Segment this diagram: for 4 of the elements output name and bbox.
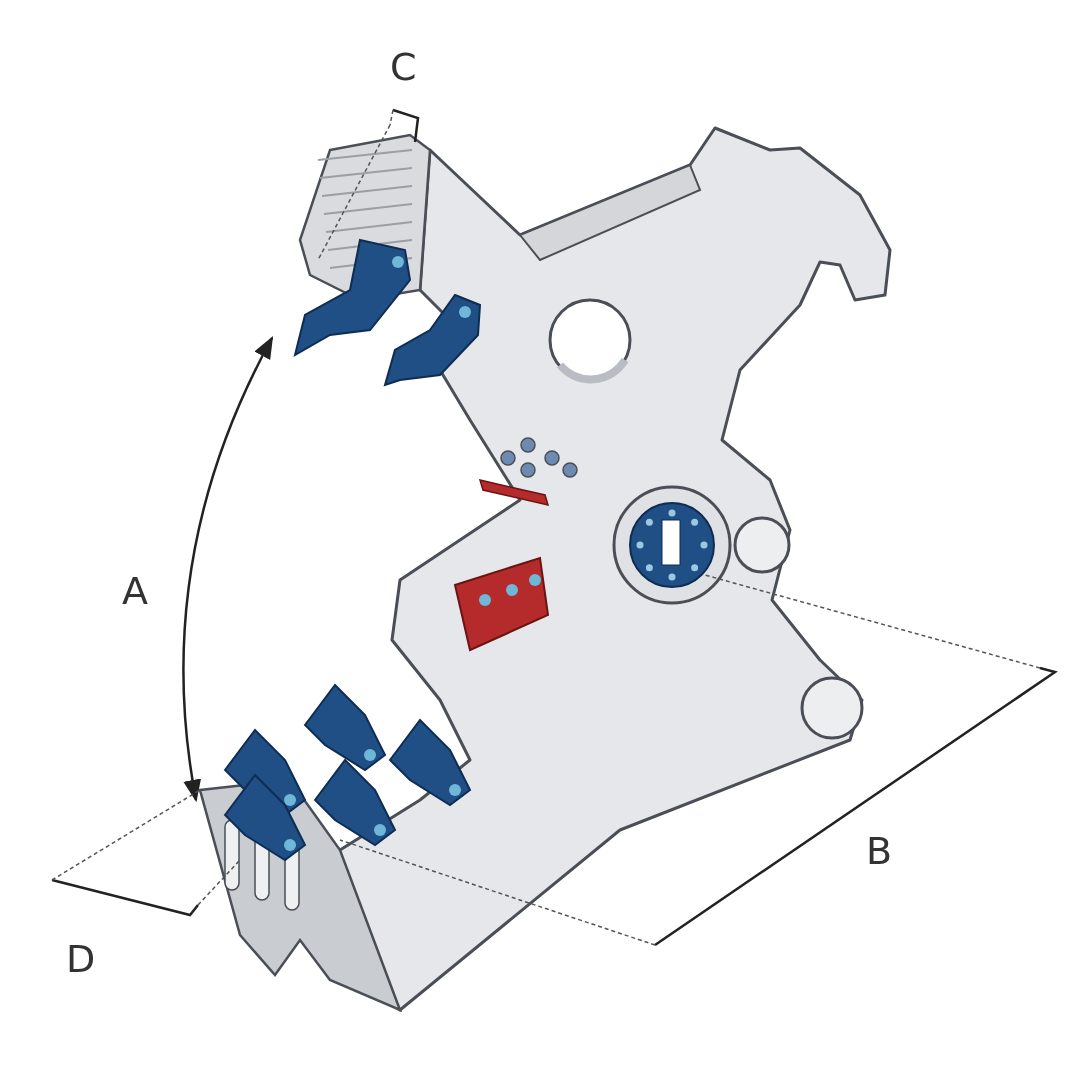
dimension-label: D	[66, 940, 96, 978]
dimension-label: B	[866, 832, 893, 870]
dimension-label: A	[122, 572, 148, 610]
dimension-label: C	[390, 48, 417, 86]
